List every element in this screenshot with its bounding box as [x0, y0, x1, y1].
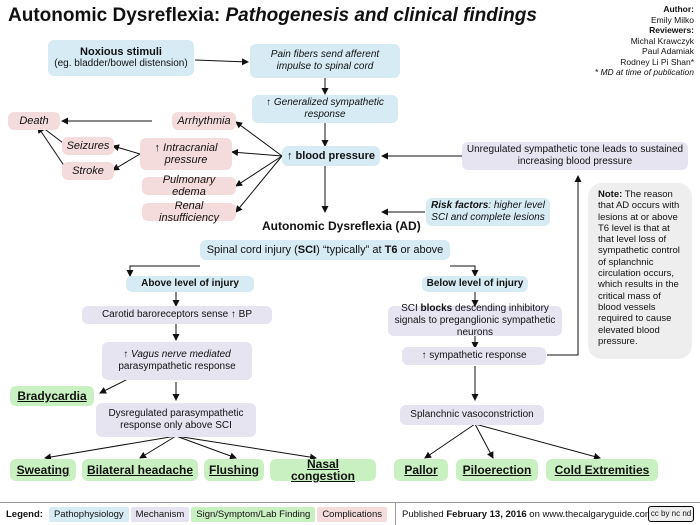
noxious-stimuli-box: Noxious stimuli (eg. bladder/bowel diste…: [48, 40, 194, 76]
noxious-sub: (eg. bladder/bowel distension): [54, 58, 188, 69]
nasal-label: Nasal congestion: [290, 457, 355, 483]
intracranial-pressure-box: ↑ Intracranial pressure: [140, 138, 232, 170]
sci-blocks-bold: blocks: [420, 303, 453, 314]
carotid-baroreceptors-box: Carotid baroreceptors sense ↑ BP: [82, 306, 272, 324]
stroke-box: Stroke: [62, 162, 114, 180]
reviewer-3: Rodney Li Pi Shan*: [620, 56, 694, 67]
note-box: Note: The reason that AD occurs with les…: [588, 183, 692, 359]
pain-fibers-box: Pain fibers send afferent impulse to spi…: [250, 44, 400, 78]
legend-mechanism: Mechanism: [130, 506, 190, 522]
renal-insufficiency-box: Renal insufficiency: [142, 200, 236, 224]
page-title: Autonomic Dysreflexia: Pathogenesis and …: [8, 5, 537, 27]
pulmonary-edema-box: Pulmonary edema: [142, 174, 236, 198]
autonomic-dysreflexia-label: Autonomic Dysreflexia (AD): [262, 219, 421, 233]
published-post: on www.thecalgaryguide.com: [526, 508, 653, 520]
legend-pathophysiology: Pathophysiology: [48, 506, 129, 522]
author-name: Emily Milko: [651, 14, 694, 25]
legend-sign: Sign/Symptom/Lab Finding: [191, 506, 316, 522]
published-pre: Published: [401, 508, 447, 520]
note-label: Note:: [598, 189, 623, 200]
bradycardia-box: Bradycardia: [10, 386, 94, 406]
sympathetic-response-box: ↑ sympathetic response: [402, 347, 546, 365]
flushing-box: Flushing: [204, 459, 264, 481]
reviewer-1: Michal Krawczyk: [630, 35, 694, 46]
title-main: Autonomic Dysreflexia:: [8, 5, 226, 26]
pallor-box: Pallor: [394, 459, 448, 481]
sci-blocks-pre: SCI: [401, 303, 421, 314]
spinal-cord-injury-box: Spinal cord injury (SCI) “typically” at …: [200, 240, 450, 260]
flushing-label: Flushing: [209, 463, 259, 477]
sci-mid: ) “typically” at: [316, 244, 385, 256]
sweating-box: Sweating: [10, 459, 76, 481]
death-box: Death: [8, 112, 60, 130]
bradycardia-label: Bradycardia: [17, 389, 87, 403]
nasal-congestion-box: Nasal congestion: [270, 457, 376, 483]
reviewer-2: Paul Adamiak: [642, 46, 694, 56]
credits-footnote: * MD at time of publication: [594, 67, 694, 77]
piloerection-label: Piloerection: [462, 463, 532, 477]
cold-extremities-box: Cold Extremities: [546, 459, 658, 481]
splanchnic-vasoconstriction-box: Splanchnic vasoconstriction: [400, 405, 544, 425]
published-date: February 13, 2016: [446, 508, 527, 520]
sci-post: or above: [397, 244, 444, 256]
pallor-label: Pallor: [404, 463, 438, 477]
legend-label: Legend:: [6, 508, 43, 520]
above-level-box: Above level of injury: [126, 276, 254, 292]
note-text: The reason that AD occurs with lesions a…: [598, 189, 680, 347]
vagus-rest: parasympathetic response: [118, 361, 236, 372]
below-level-box: Below level of injury: [422, 276, 528, 292]
cold-label: Cold Extremities: [554, 463, 650, 477]
risk-factors-box: Risk factors: higher level SCI and compl…: [426, 198, 550, 226]
legend-divider: [394, 503, 396, 525]
dysregulated-parasympathetic-box: Dysregulated parasympathetic response on…: [96, 403, 256, 437]
headache-label: Bilateral headache: [86, 463, 194, 477]
risk-text: : higher level SCI and complete lesions: [431, 200, 545, 223]
legend-bar: Legend: Pathophysiology Mechanism Sign/S…: [0, 502, 700, 525]
sci-blocks-box: SCI blocks descending inhibitory signals…: [388, 303, 562, 338]
legend-complications: Complications: [317, 506, 387, 522]
author-label: Author:: [663, 4, 694, 14]
sci-abbr: SCI: [297, 244, 317, 256]
license-badge: cc by nc nd: [648, 506, 694, 522]
title-sub: Pathogenesis and clinical findings: [225, 5, 537, 26]
seizures-box: Seizures: [62, 137, 114, 155]
published-text: Published February 13, 2016 on www.theca…: [402, 509, 653, 520]
unregulated-tone-box: Unregulated sympathetic tone leads to su…: [462, 142, 688, 170]
credits: Author: Emily Milko Reviewers: Michal Kr…: [595, 4, 694, 78]
generalized-sympathetic-box: ↑ Generalized sympathetic response: [252, 95, 398, 123]
reviewers-label: Reviewers:: [649, 25, 694, 35]
vagus-italic: ↑ Vagus nerve mediated: [123, 349, 231, 360]
sci-level: T6: [384, 244, 398, 256]
bilateral-headache-box: Bilateral headache: [82, 459, 198, 481]
risk-label: Risk factors: [431, 200, 489, 211]
noxious-title: Noxious stimuli: [80, 46, 162, 58]
sci-pre: Spinal cord injury (: [206, 244, 298, 256]
vagus-nerve-box: ↑ Vagus nerve mediated parasympathetic r…: [102, 342, 252, 380]
sci-blocks-post: descending inhibitory signals to pregang…: [394, 303, 556, 338]
arrhythmia-box: Arrhythmia: [172, 112, 236, 130]
sweating-label: Sweating: [16, 463, 70, 477]
blood-pressure-box: ↑ blood pressure: [282, 146, 380, 166]
piloerection-box: Piloerection: [456, 459, 538, 481]
